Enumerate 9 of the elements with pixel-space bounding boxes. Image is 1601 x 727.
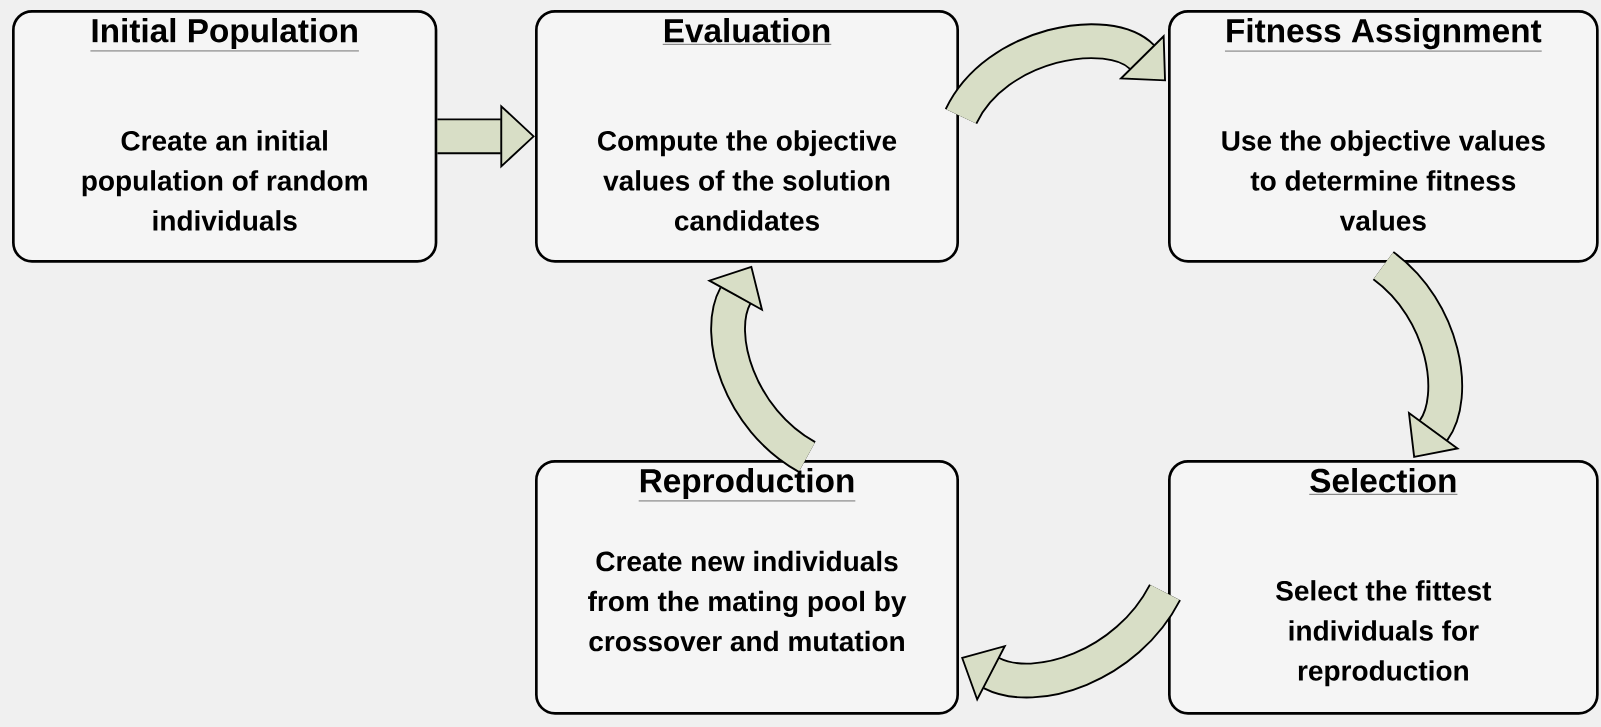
process-box: Initial Population Create an initial population of random individuals [12, 10, 438, 263]
process-box: Fitness Assignment Use the objective values to determine fitness values [1168, 10, 1599, 263]
process-box: Evaluation Compute the objective values of the solution candidates [535, 10, 959, 263]
block-arrow [961, 583, 1181, 702]
process-box: Selection Select the fittest individuals for reproduction [1168, 460, 1599, 715]
block-arrow [1371, 251, 1463, 458]
process-box: Reproduction Create new individuals from the mating pool by crossover and mutation [535, 460, 959, 715]
block-arrow [707, 265, 817, 473]
block-arrow [945, 23, 1166, 126]
